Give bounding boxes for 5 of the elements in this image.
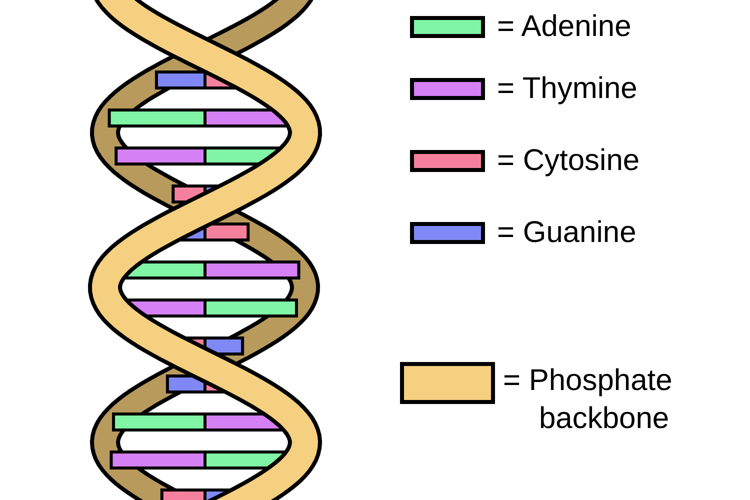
legend-label: = Cytosine — [497, 143, 640, 179]
legend-label: = Adenine — [497, 9, 632, 45]
legend-label: = Guanine — [497, 215, 636, 251]
legend-label: = Thymine — [497, 71, 638, 107]
legend-label: = Phosphate backbone — [503, 363, 674, 437]
